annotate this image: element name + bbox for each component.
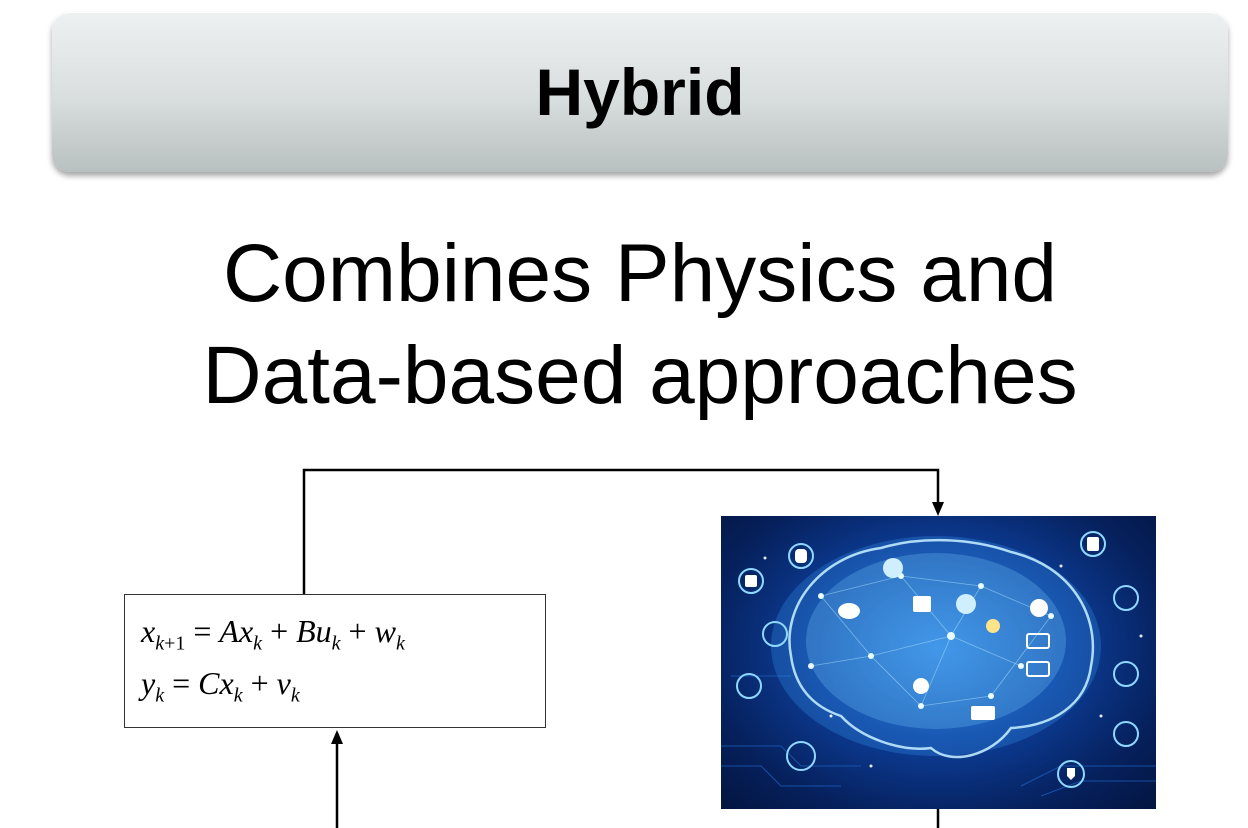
- slide-title: Hybrid: [535, 55, 745, 129]
- bottom-arrowhead: [331, 730, 343, 744]
- subtitle-line-2: Data-based approaches: [202, 330, 1078, 421]
- brain-network-icon: [721, 531, 1156, 797]
- state-space-equation-box: xk+1 = Axk + Buk + wk yk = Cxk + vk: [124, 594, 546, 728]
- top-arrowhead: [932, 502, 944, 516]
- subtitle-line-1: Combines Physics and: [222, 228, 1058, 319]
- title-banner: Hybrid: [52, 12, 1228, 172]
- output-equation: yk = Cxk + vk: [141, 665, 300, 707]
- brain-network-image: [721, 516, 1156, 809]
- top-loop-line: [302, 468, 940, 594]
- state-equation: xk+1 = Axk + Buk + wk: [141, 613, 405, 655]
